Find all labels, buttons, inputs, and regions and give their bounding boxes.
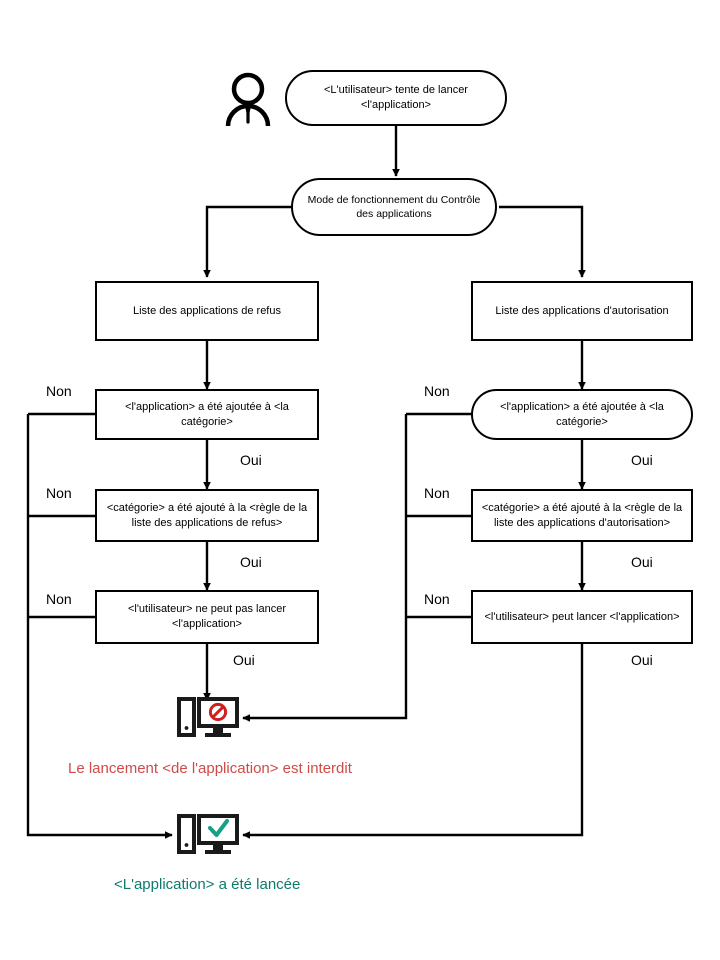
node-allow-q3[interactable]: <l'utilisateur> peut lancer <l'applicati…: [471, 590, 693, 644]
computer-check-icon: [177, 814, 239, 860]
node-deny-q2[interactable]: <catégorie> a été ajouté à la <règle de …: [95, 489, 319, 542]
edge-label-left-non-1: Non: [46, 383, 72, 399]
edge-allow-q3-oui-to-allowed: [242, 644, 584, 839]
edge-mode-to-deny-list: [203, 205, 293, 278]
edge-label-right-oui-1: Oui: [631, 452, 653, 468]
node-deny-list[interactable]: Liste des applications de refus: [95, 281, 319, 341]
node-allow-list-label: Liste des applications d'autorisation: [495, 304, 669, 317]
node-deny-q2-label: <catégorie> a été ajouté à la <règle de …: [106, 501, 308, 529]
denied-outcome-text: Le lancement <de l'application> est inte…: [68, 760, 352, 777]
edge-label-left-non-2: Non: [46, 485, 72, 501]
allowed-outcome-text: <L'application> a été lancée: [114, 876, 301, 893]
edge-label-right-non-3: Non: [424, 591, 450, 607]
node-mode[interactable]: Mode de fonctionnement du Contrôle des a…: [291, 178, 497, 236]
node-allow-q1-label: <l'application> a été ajoutée à <la caté…: [500, 400, 664, 428]
edge-label-left-oui-1: Oui: [240, 452, 262, 468]
edge-left-non-rail-to-allowed: [26, 414, 173, 839]
node-allow-q1[interactable]: <l'application> a été ajoutée à <la caté…: [471, 389, 693, 440]
node-start-label: <L'utilisateur> tente de lancer <l'appli…: [324, 84, 468, 111]
node-deny-q1[interactable]: <l'application> a été ajoutée à <la caté…: [95, 389, 319, 440]
node-mode-label: Mode de fonctionnement du Contrôle des a…: [307, 193, 481, 220]
computer-blocked-icon: [177, 697, 239, 743]
node-deny-q3[interactable]: <l'utilisateur> ne peut pas lancer <l'ap…: [95, 590, 319, 644]
edge-label-right-oui-2: Oui: [631, 554, 653, 570]
edge-label-left-non-3: Non: [46, 591, 72, 607]
node-allow-list[interactable]: Liste des applications d'autorisation: [471, 281, 693, 341]
edge-label-right-non-1: Non: [424, 383, 450, 399]
edge-label-right-oui-3: Oui: [631, 652, 653, 668]
node-allow-q2-label: <catégorie> a été ajouté à la <règle de …: [481, 501, 683, 529]
node-allow-q2[interactable]: <catégorie> a été ajouté à la <règle de …: [471, 489, 693, 542]
node-deny-q1-label: <l'application> a été ajoutée à <la caté…: [125, 400, 289, 428]
edge-mode-to-allow-list: [499, 205, 586, 278]
node-deny-q3-label: <l'utilisateur> ne peut pas lancer <l'ap…: [127, 603, 287, 630]
user-actor-icon: [222, 70, 274, 128]
node-start[interactable]: <L'utilisateur> tente de lancer <l'appli…: [285, 70, 507, 126]
edge-label-left-oui-2: Oui: [240, 554, 262, 570]
edge-label-left-oui-3: Oui: [233, 652, 255, 668]
edge-right-non-rail-to-blocked: [242, 414, 408, 722]
edge-label-right-non-2: Non: [424, 485, 450, 501]
node-deny-list-label: Liste des applications de refus: [133, 304, 281, 317]
node-allow-q3-label: <l'utilisateur> peut lancer <l'applicati…: [484, 610, 680, 623]
